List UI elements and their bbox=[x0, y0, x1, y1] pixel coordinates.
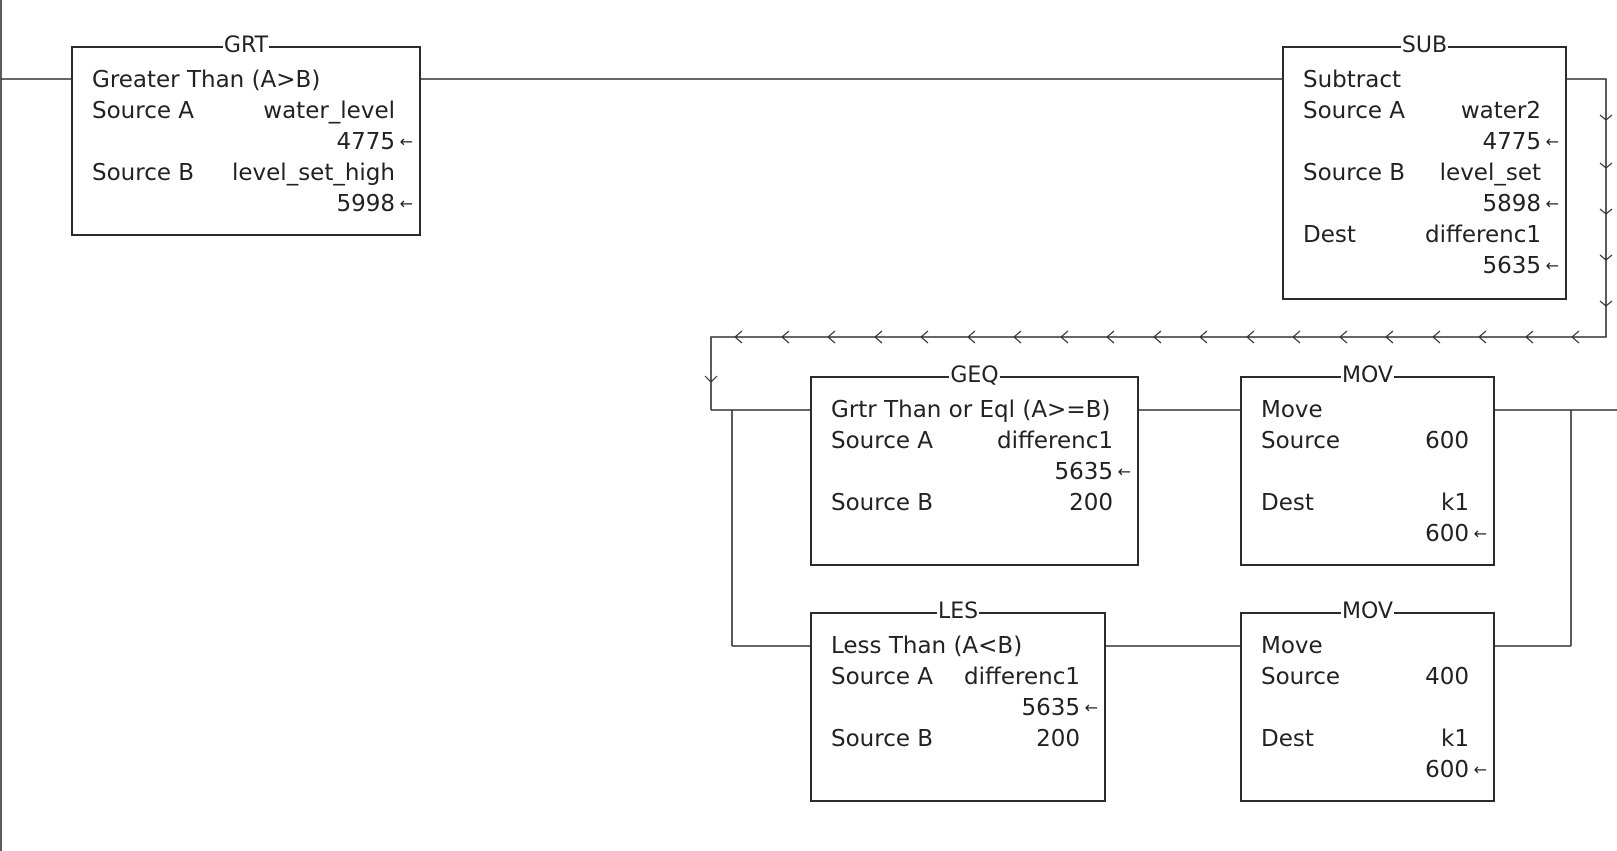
mov-upper-dest-tag[interactable]: k1 bbox=[1441, 490, 1469, 516]
geq-description: Grtr Than or Eql (A>=B) bbox=[831, 397, 1111, 423]
flow-left-chevron-icon bbox=[1246, 330, 1255, 344]
flow-left-chevron-icon bbox=[1478, 330, 1487, 344]
mov-upper-instruction-block[interactable]: MOV Move Source 600 Dest k1 600 ← bbox=[1240, 363, 1495, 566]
flow-left-chevron-icon bbox=[1153, 330, 1162, 344]
mov-upper-dest-label: Dest bbox=[1261, 490, 1314, 516]
rung-wire-sub-out bbox=[710, 78, 1607, 410]
mov-upper-block-title: MOV bbox=[1341, 363, 1394, 388]
geq-source-a-value: 5635 bbox=[1054, 459, 1113, 485]
les-source-a-tag[interactable]: differenc1 bbox=[964, 664, 1080, 690]
mov-lower-dest-tag[interactable]: k1 bbox=[1441, 726, 1469, 752]
flow-left-chevron-icon bbox=[1385, 330, 1394, 344]
grt-source-a-tag[interactable]: water_level bbox=[263, 98, 395, 124]
flow-down-chevron-icon bbox=[1599, 162, 1613, 169]
sub-description: Subtract bbox=[1303, 67, 1402, 93]
grt-source-b-tag[interactable]: level_set_high bbox=[232, 160, 395, 186]
geq-source-a-arrow-icon: ← bbox=[1117, 462, 1131, 481]
sub-source-b-value: 5898 bbox=[1482, 191, 1541, 217]
les-source-a-value: 5635 bbox=[1021, 695, 1080, 721]
flow-down-chevron-icon bbox=[1599, 208, 1613, 215]
flow-down-chevron-icon bbox=[704, 375, 718, 383]
mov-lower-description: Move bbox=[1261, 633, 1323, 659]
flow-left-chevron-icon bbox=[781, 330, 790, 344]
grt-source-b-arrow-icon: ← bbox=[399, 194, 413, 213]
sub-source-a-arrow-icon: ← bbox=[1545, 132, 1559, 151]
geq-source-a-label: Source A bbox=[831, 428, 934, 454]
geq-block-title: GEQ bbox=[949, 363, 1000, 388]
mov-lower-source-value[interactable]: 400 bbox=[1425, 664, 1469, 690]
flow-left-chevron-icon bbox=[920, 330, 929, 344]
grt-source-a-label: Source A bbox=[92, 98, 195, 124]
sub-dest-value: 5635 bbox=[1482, 253, 1541, 279]
grt-block-title: GRT bbox=[222, 33, 270, 58]
mov-upper-dest-arrow-icon: ← bbox=[1473, 524, 1487, 543]
sub-source-b-label: Source B bbox=[1303, 160, 1406, 186]
grt-source-a-arrow-icon: ← bbox=[399, 132, 413, 151]
les-instruction-block[interactable]: LES Less Than (A<B) Source A differenc1 … bbox=[810, 599, 1106, 802]
mov-upper-dest-value: 600 bbox=[1425, 521, 1469, 547]
flow-left-chevron-icon bbox=[1013, 330, 1022, 344]
sub-instruction-block[interactable]: SUB Subtract Source A water2 4775 ← Sour… bbox=[1282, 33, 1567, 300]
sub-source-b-tag[interactable]: level_set bbox=[1439, 160, 1541, 186]
les-block-title: LES bbox=[936, 599, 980, 624]
les-source-b-value[interactable]: 200 bbox=[1036, 726, 1080, 752]
flow-left-chevron-icon bbox=[1339, 330, 1348, 344]
flow-left-chevron-icon bbox=[1060, 330, 1069, 344]
mov-lower-dest-value: 600 bbox=[1425, 757, 1469, 783]
flow-left-chevron-icon bbox=[1106, 330, 1115, 344]
mov-upper-source-label: Source bbox=[1261, 428, 1340, 454]
sub-source-a-tag[interactable]: water2 bbox=[1460, 98, 1541, 124]
geq-source-b-value[interactable]: 200 bbox=[1069, 490, 1113, 516]
flow-left-chevron-icon bbox=[1432, 330, 1441, 344]
mov-lower-instruction-block[interactable]: MOV Move Source 400 Dest k1 600 ← bbox=[1240, 599, 1495, 802]
sub-source-b-arrow-icon: ← bbox=[1545, 194, 1559, 213]
flow-down-chevron-icon bbox=[1599, 300, 1613, 307]
flow-down-chevron-icon bbox=[1599, 114, 1613, 121]
sub-dest-label: Dest bbox=[1303, 222, 1356, 248]
les-source-a-arrow-icon: ← bbox=[1084, 698, 1098, 717]
geq-source-a-tag[interactable]: differenc1 bbox=[997, 428, 1113, 454]
geq-source-b-label: Source B bbox=[831, 490, 934, 516]
mov-lower-block-title: MOV bbox=[1341, 599, 1394, 624]
grt-instruction-block[interactable]: GRT Greater Than (A>B) Source A water_le… bbox=[71, 33, 421, 236]
sub-source-a-label: Source A bbox=[1303, 98, 1406, 124]
flow-left-chevron-icon bbox=[1571, 330, 1580, 344]
flow-arrows bbox=[704, 114, 1613, 383]
mov-upper-source-value[interactable]: 600 bbox=[1425, 428, 1469, 454]
les-source-a-label: Source A bbox=[831, 664, 934, 690]
flow-left-chevron-icon bbox=[1292, 330, 1301, 344]
mov-lower-dest-label: Dest bbox=[1261, 726, 1314, 752]
sub-dest-tag[interactable]: differenc1 bbox=[1425, 222, 1541, 248]
flow-left-chevron-icon bbox=[734, 330, 743, 344]
flow-left-chevron-icon bbox=[967, 330, 976, 344]
grt-source-b-label: Source B bbox=[92, 160, 195, 186]
sub-source-a-value: 4775 bbox=[1482, 129, 1541, 155]
mov-lower-dest-arrow-icon: ← bbox=[1473, 760, 1487, 779]
sub-block-title: SUB bbox=[1400, 33, 1449, 58]
mov-upper-description: Move bbox=[1261, 397, 1323, 423]
flow-left-chevron-icon bbox=[874, 330, 883, 344]
grt-source-a-value: 4775 bbox=[336, 129, 395, 155]
les-description: Less Than (A<B) bbox=[831, 633, 1023, 659]
geq-instruction-block[interactable]: GEQ Grtr Than or Eql (A>=B) Source A dif… bbox=[810, 363, 1139, 566]
flow-left-chevron-icon bbox=[827, 330, 836, 344]
flow-down-chevron-icon bbox=[1599, 254, 1613, 261]
flow-left-chevron-icon bbox=[1199, 330, 1208, 344]
mov-lower-source-label: Source bbox=[1261, 664, 1340, 690]
sub-dest-arrow-icon: ← bbox=[1545, 256, 1559, 275]
grt-source-b-value: 5998 bbox=[336, 191, 395, 217]
flow-left-chevron-icon bbox=[1525, 330, 1534, 344]
grt-description: Greater Than (A>B) bbox=[92, 67, 321, 93]
les-source-b-label: Source B bbox=[831, 726, 934, 752]
